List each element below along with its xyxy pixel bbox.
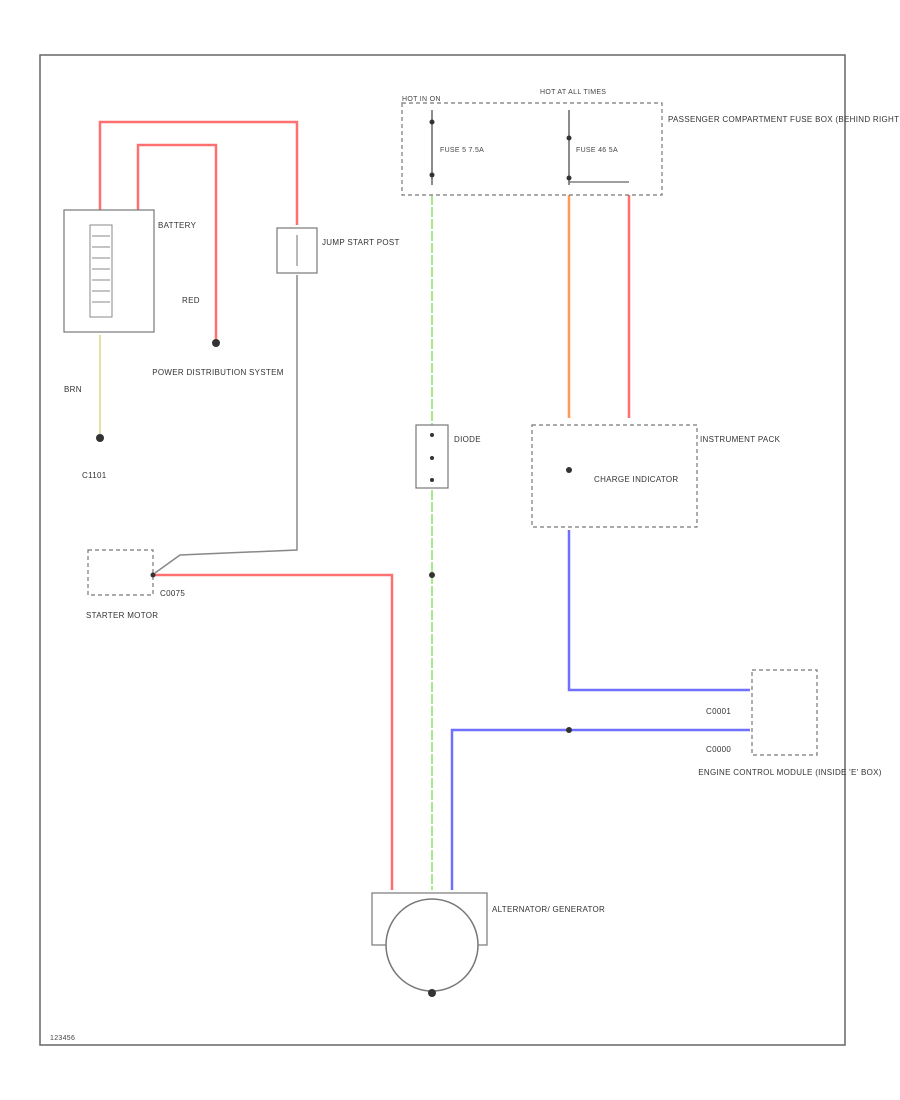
battery-label: BATTERY	[158, 221, 197, 230]
blue-splice-point	[566, 727, 572, 733]
fuse-5-top-terminal	[429, 119, 435, 125]
starter-motor-label: STARTER MOTOR	[86, 611, 158, 620]
hot-all-times-label: HOT AT ALL TIMES	[540, 89, 606, 96]
alternator-label: ALTERNATOR/ GENERATOR	[492, 905, 605, 914]
diagram-frame	[39, 54, 846, 1046]
instrument-pack-box	[531, 424, 698, 528]
jump-start-post-box	[276, 227, 318, 274]
alternator-ground-terminal	[428, 989, 436, 997]
connector-c0075-label: C0075	[160, 589, 185, 598]
green-splice-point	[429, 572, 435, 578]
hot-run-label: HOT IN ON	[402, 96, 441, 103]
fuse-46-bottom-terminal	[566, 175, 572, 181]
diode-mid-terminal	[430, 456, 434, 460]
fuse-box	[401, 102, 663, 196]
wire-red-starter-alternator	[155, 573, 394, 890]
fuse-5-label: FUSE 5 7.5A	[440, 147, 484, 154]
fuse-46-label: FUSE 46 5A	[576, 147, 618, 154]
diode-top-terminal	[430, 433, 434, 437]
wire-blue-instrument-ecm	[567, 530, 750, 692]
instrument-pack-label: INSTRUMENT PACK	[700, 435, 781, 444]
battery-cell-stack	[89, 224, 113, 318]
wire-blue-alternator-ecm	[450, 728, 750, 890]
starter-motor-box	[87, 549, 154, 596]
power-distribution-terminal	[212, 339, 220, 347]
jump-start-post-label: JUMP START POST	[322, 238, 400, 247]
wire-label-red: RED	[182, 296, 200, 305]
fuse-46-top-terminal	[566, 135, 572, 141]
connector-c0000-label: C0000	[706, 745, 731, 754]
diode-label: DIODE	[454, 435, 481, 444]
connector-c1101-label: C1101	[82, 471, 107, 480]
charge-indicator-label: CHARGE INDICATOR	[594, 475, 679, 484]
power-distribution-label: POWER DISTRIBUTION SYSTEM	[152, 368, 284, 377]
battery-box	[63, 209, 155, 333]
engine-control-module-box	[751, 669, 818, 756]
fuse-5-bottom-terminal	[429, 172, 435, 178]
diode-bottom-terminal	[430, 478, 434, 482]
wire-red-battery-power-dist	[136, 143, 218, 343]
diagram-reference-code: 123456	[50, 1035, 75, 1042]
diode-box	[415, 424, 449, 489]
engine-control-module-label: ENGINE CONTROL MODULE (INSIDE 'E' BOX)	[698, 768, 882, 777]
fuse-box-label: PASSENGER COMPARTMENT FUSE BOX (BEHIND R…	[668, 115, 900, 124]
alternator-body	[385, 898, 479, 992]
wire-label-brn: BRN	[64, 385, 82, 394]
starter-motor-terminal	[150, 572, 156, 578]
ground-point-c1101	[96, 434, 104, 442]
connector-c0001-label: C0001	[706, 707, 731, 716]
charge-indicator-lamp	[566, 467, 572, 473]
wire-gray-jump-starter	[154, 275, 298, 574]
wire-red-battery-jump	[98, 120, 299, 225]
battery-cells	[92, 235, 110, 303]
